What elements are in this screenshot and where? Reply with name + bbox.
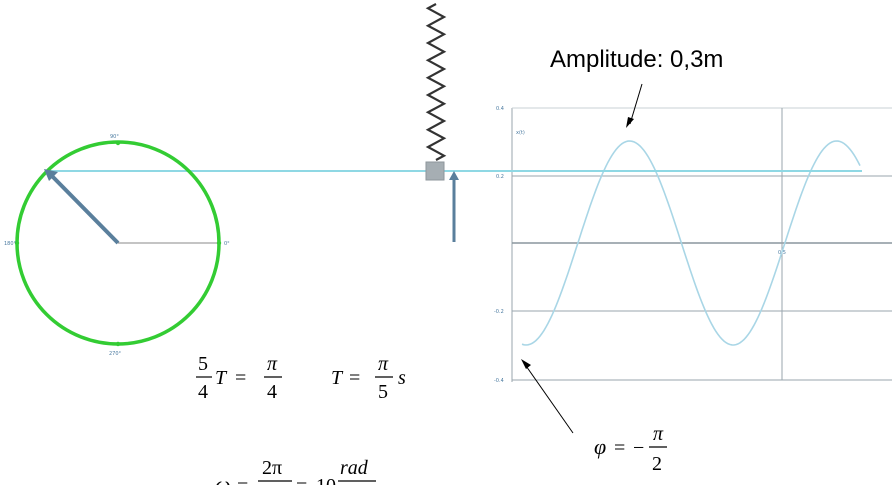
eq1-lhs-denominator: 4: [198, 381, 208, 403]
series-label: x(t): [516, 130, 525, 136]
displacement-curve: [521, 140, 861, 346]
circle-label-bottom: 270°: [109, 351, 122, 357]
phase-variable: φ: [594, 434, 606, 459]
equation-angular-frequency: ω = 2π = 10 rad: [215, 457, 376, 485]
eq1-rhs-numerator: π: [267, 353, 278, 375]
eq1-rhs-denominator: 4: [267, 381, 277, 403]
phase-numerator: π: [653, 423, 664, 445]
equation-period: T = π 5 s: [331, 353, 406, 403]
circle-point-top: [115, 140, 121, 146]
spring-mass-system: [425, 3, 459, 242]
eq3-unit-numerator: rad: [340, 457, 369, 479]
ytick-minus-0-2: -0.2: [494, 309, 504, 315]
eq1-equals: =: [235, 367, 246, 389]
phasor-arrow: [49, 173, 120, 245]
phasor-circle-group: 90° 270° 180° 0°: [4, 134, 230, 357]
circle-label-left: 180°: [4, 241, 17, 247]
eq2-unit: s: [398, 367, 406, 389]
amplitude-pointer: [629, 83, 643, 125]
eq3-equals: =: [237, 475, 248, 485]
phase-equals: =: [614, 437, 625, 459]
eq3-equals-2: =: [296, 475, 307, 485]
circle-point-bottom: [115, 341, 121, 347]
eq1-variable: T: [215, 367, 228, 389]
phase-pointer-head: [521, 359, 531, 369]
phase-pointer: [523, 362, 574, 434]
equation-phase: φ = − π 2: [594, 423, 667, 475]
circle-label-right: 0°: [224, 241, 230, 247]
velocity-arrow-head: [449, 171, 459, 180]
circle-label-top: 90°: [110, 134, 119, 140]
graph-panel: 0.4 0.2 -0.2 -0.4 x(t) 0.5: [494, 106, 892, 384]
phase-sign: −: [633, 437, 644, 459]
ytick-0-4: 0.4: [496, 106, 504, 112]
circle-point-left: [14, 240, 20, 246]
phasor-arrow-head: [44, 169, 58, 181]
eq3-variable: ω: [215, 472, 231, 485]
equation-period-relation: 5 4 T = π 4: [196, 353, 282, 403]
eq1-lhs-numerator: 5: [198, 353, 208, 375]
circle-point-right: [216, 240, 222, 246]
eq3-numerator: 2π: [262, 457, 282, 479]
eq3-value: 10: [316, 475, 336, 485]
mass-block: [425, 161, 445, 181]
phase-denominator: 2: [652, 453, 662, 475]
amplitude-pointer-head: [626, 117, 634, 128]
eq2-equals: =: [349, 367, 360, 389]
spring: [425, 3, 447, 161]
eq2-variable: T: [331, 367, 344, 389]
amplitude-annotation: Amplitude: 0,3m: [550, 46, 723, 73]
eq2-numerator: π: [378, 353, 389, 375]
ytick-0-2: 0.2: [496, 174, 504, 180]
ytick-minus-0-4: -0.4: [494, 378, 504, 384]
eq2-denominator: 5: [378, 381, 388, 403]
